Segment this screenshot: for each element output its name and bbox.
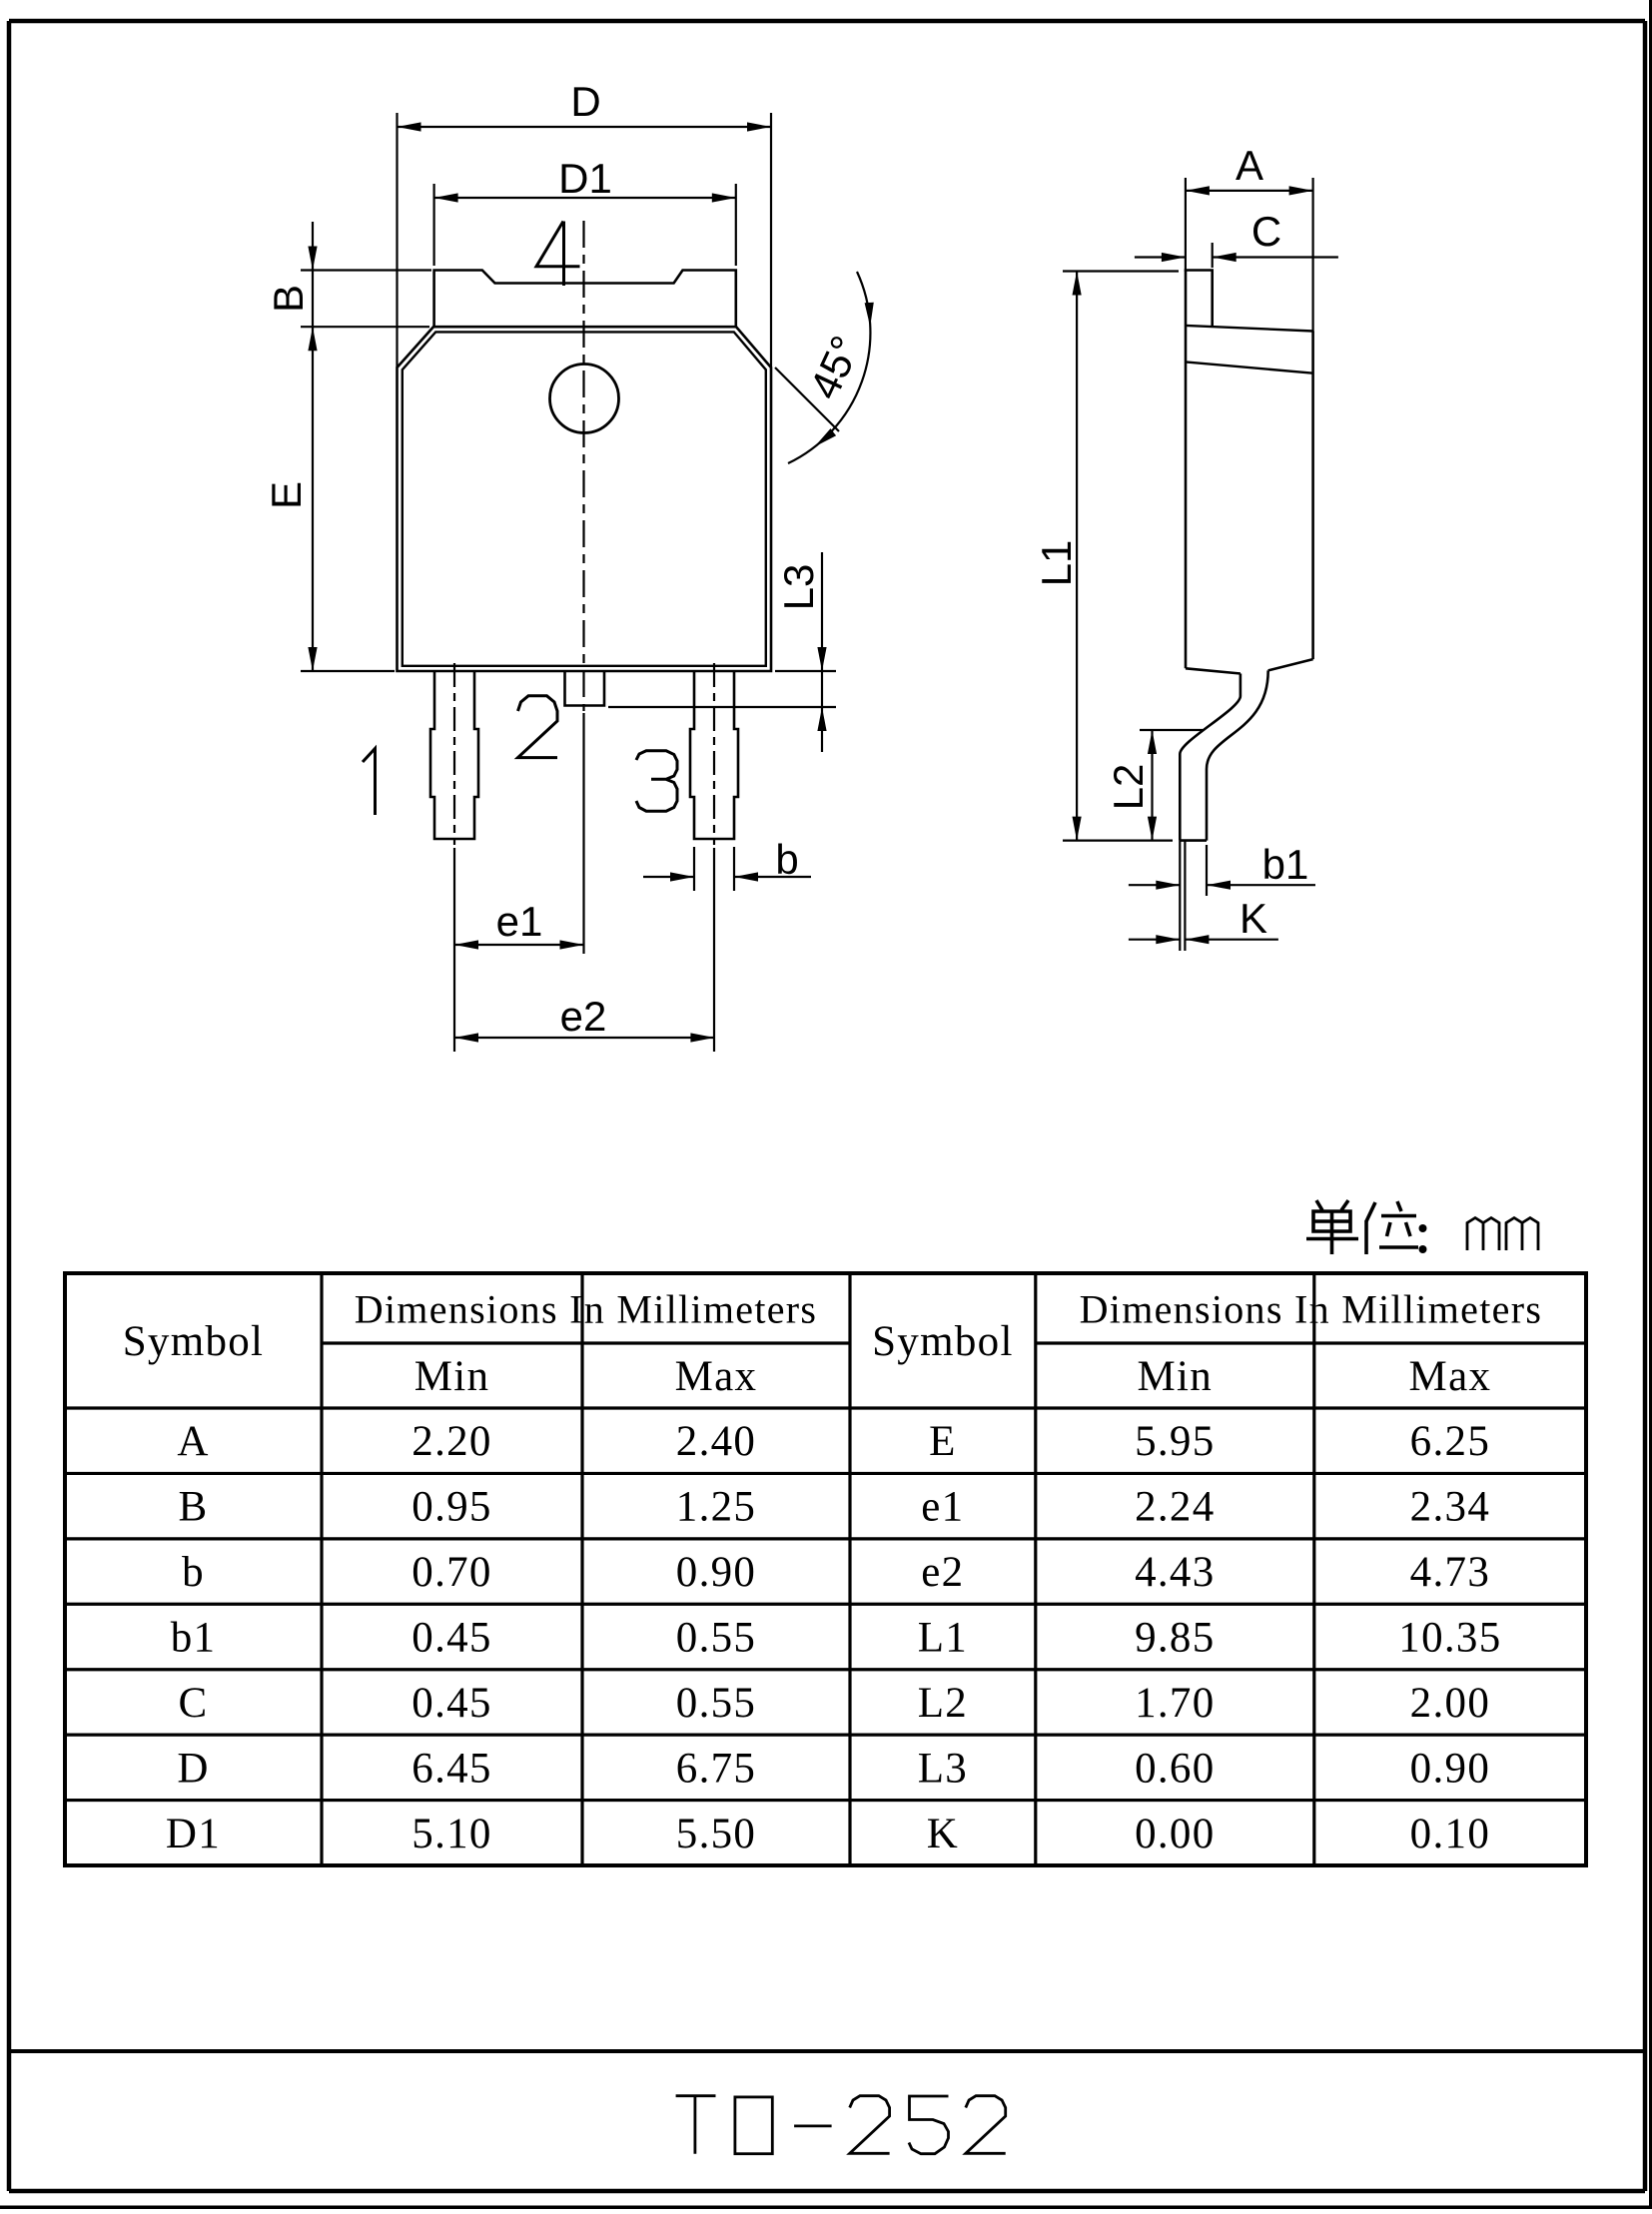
svg-text:b1: b1 — [1262, 841, 1309, 888]
svg-text:0.10: 0.10 — [1410, 1811, 1490, 1857]
svg-text:6.45: 6.45 — [412, 1745, 491, 1792]
svg-text:C: C — [179, 1680, 209, 1727]
svg-text:L2: L2 — [1105, 764, 1152, 811]
svg-text:2.00: 2.00 — [1410, 1680, 1490, 1727]
svg-text:0.70: 0.70 — [412, 1549, 491, 1596]
svg-text:6.75: 6.75 — [676, 1745, 756, 1792]
svg-text:b: b — [775, 836, 798, 883]
svg-text:b: b — [182, 1549, 205, 1596]
svg-text:0.90: 0.90 — [676, 1549, 756, 1596]
svg-text:Max: Max — [1409, 1353, 1492, 1400]
svg-text:0.55: 0.55 — [676, 1680, 756, 1727]
svg-text:0.55: 0.55 — [676, 1615, 756, 1662]
svg-text:D: D — [570, 78, 600, 125]
svg-text:0.45: 0.45 — [412, 1615, 491, 1662]
svg-text:Dimensions In Millimeters: Dimensions In Millimeters — [355, 1287, 818, 1332]
svg-text:Symbol: Symbol — [872, 1318, 1014, 1365]
svg-text:0.60: 0.60 — [1135, 1745, 1215, 1792]
svg-text:2.34: 2.34 — [1410, 1484, 1490, 1531]
svg-text:0.45: 0.45 — [412, 1680, 491, 1727]
svg-text:0.00: 0.00 — [1135, 1811, 1215, 1857]
svg-text:2.24: 2.24 — [1135, 1484, 1215, 1531]
svg-text:L3: L3 — [775, 564, 822, 611]
svg-text:A: A — [177, 1418, 209, 1465]
svg-text:e2: e2 — [921, 1549, 964, 1596]
svg-text:D1: D1 — [166, 1811, 221, 1857]
svg-text:e1: e1 — [496, 898, 543, 945]
svg-text:2.40: 2.40 — [676, 1418, 756, 1465]
svg-text:E: E — [929, 1418, 957, 1465]
svg-text:L1: L1 — [1033, 540, 1080, 587]
svg-text:K: K — [1239, 895, 1267, 942]
svg-text:9.85: 9.85 — [1135, 1615, 1215, 1662]
svg-text:C: C — [1251, 208, 1281, 255]
svg-text:0.90: 0.90 — [1410, 1745, 1490, 1792]
svg-text:A: A — [1236, 142, 1263, 189]
svg-text:L2: L2 — [918, 1680, 968, 1727]
svg-text:Min: Min — [1138, 1353, 1214, 1400]
svg-text:5.50: 5.50 — [676, 1811, 756, 1857]
svg-text:L1: L1 — [918, 1615, 968, 1662]
svg-text:5.10: 5.10 — [412, 1811, 491, 1857]
svg-text:D: D — [177, 1745, 209, 1792]
svg-text:6.25: 6.25 — [1410, 1418, 1490, 1465]
svg-text:E: E — [263, 481, 310, 509]
svg-text:1.70: 1.70 — [1135, 1680, 1215, 1727]
svg-text:K: K — [927, 1811, 959, 1857]
svg-text:Dimensions In Millimeters: Dimensions In Millimeters — [1080, 1287, 1543, 1332]
svg-text:D1: D1 — [558, 155, 612, 202]
svg-text:5.95: 5.95 — [1135, 1418, 1215, 1465]
svg-text:e1: e1 — [921, 1484, 964, 1531]
svg-text:Max: Max — [675, 1353, 758, 1400]
svg-text:1.25: 1.25 — [676, 1484, 756, 1531]
svg-text:2.20: 2.20 — [412, 1418, 491, 1465]
svg-text:b1: b1 — [171, 1615, 217, 1662]
svg-text:L3: L3 — [918, 1745, 968, 1792]
svg-text:Symbol: Symbol — [123, 1318, 265, 1365]
svg-text:4.73: 4.73 — [1410, 1549, 1490, 1596]
svg-text:e2: e2 — [560, 993, 607, 1040]
svg-text:B: B — [179, 1484, 209, 1531]
svg-text:4.43: 4.43 — [1135, 1549, 1215, 1596]
svg-text:10.35: 10.35 — [1398, 1615, 1501, 1662]
svg-text:0.95: 0.95 — [412, 1484, 491, 1531]
svg-text:B: B — [265, 285, 312, 313]
svg-text:Min: Min — [414, 1353, 490, 1400]
